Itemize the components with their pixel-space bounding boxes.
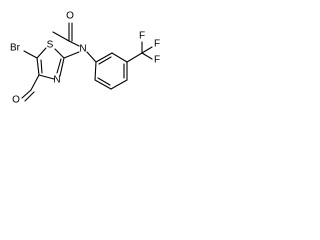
bond-n3-c2-double [56,58,62,74]
bond-cho-oxygen [21,89,32,99]
bond-c2-s1 [54,48,65,59]
atom-carbonyl-oxygen: O [66,11,74,22]
bond-lines [21,22,153,102]
bond-c4-n3 [38,74,55,80]
atom-labels: O N S N Br O F F F [10,11,160,106]
bond-n3-c2 [59,57,65,77]
atom-fluorine-2: F [154,39,160,50]
bond-c5-br [23,50,38,59]
bond-s1-c5 [36,47,47,59]
bond-carbonyl-amide-n [68,40,80,47]
bond-cf3-f2 [141,46,153,54]
bond-c5-c4-double [40,59,43,74]
bond-cf3-f3 [141,52,153,60]
chemical-structure-diagram: O N S N Br O F F F [10,11,160,106]
bond-ph-cf3 [126,52,143,63]
bond-c5-c4 [36,57,40,76]
bond-ph-6-1 [95,52,113,63]
bond-ph-1-2 [94,61,97,81]
bond-amide-n-thiazole-c2 [63,51,80,59]
bond-c4-cho [30,74,40,91]
atom-aldehyde-oxygen: O [12,95,20,106]
bond-cho-oxygen-double [24,91,35,102]
atom-bromine: Br [10,43,21,54]
atom-thiazole-nitrogen: N [53,75,60,86]
bond-amide-n-phenyl [86,51,97,63]
atom-thiazole-sulfur: S [47,40,54,51]
bond-methyl-carbonyl [52,31,70,42]
bond-ph-2-3-inner [97,77,111,86]
bond-ph-2-3 [94,79,112,90]
atom-fluorine-1: F [139,31,145,42]
atom-amide-nitrogen: N [79,44,86,55]
bond-ph-3-4 [110,79,128,90]
bond-ph-6-1-inner [98,56,112,65]
atom-fluorine-3: F [154,55,160,66]
bond-ph-5-6 [111,52,128,63]
